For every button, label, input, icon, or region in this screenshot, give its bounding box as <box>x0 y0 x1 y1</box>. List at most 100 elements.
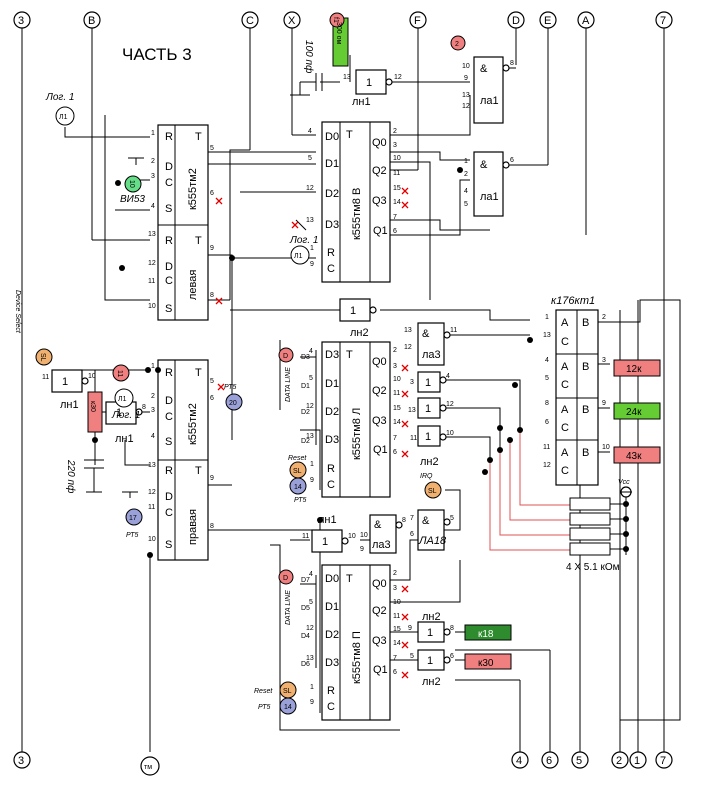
svg-text:10: 10 <box>348 533 356 540</box>
conn-bot-0: 3 <box>18 755 24 767</box>
ln1-a-label: лн1 <box>352 96 371 108</box>
svg-text:S: S <box>165 203 172 215</box>
conn-bot-3: 6 <box>546 755 552 767</box>
svg-text:Q2: Q2 <box>372 605 387 617</box>
reset-b: Reset <box>254 688 273 695</box>
svg-text:D3: D3 <box>325 657 339 669</box>
svg-text:6: 6 <box>393 669 397 676</box>
svg-text:11: 11 <box>543 444 550 451</box>
log1-c: Лог. 1 <box>289 235 318 246</box>
svg-text:Q0: Q0 <box>372 578 387 590</box>
tm8-p-label: к555тм8 П <box>351 631 363 684</box>
svg-text:13: 13 <box>148 462 156 469</box>
conn-bot-2: 4 <box>516 755 522 767</box>
svg-text:1: 1 <box>322 536 328 548</box>
la18-label: ЛА18 <box>418 535 447 547</box>
svg-text:R: R <box>327 247 335 259</box>
svg-text:1: 1 <box>151 130 155 137</box>
svg-text:10: 10 <box>393 599 401 606</box>
svg-text:S: S <box>165 436 172 448</box>
svg-text:T: T <box>346 129 353 141</box>
irq-label: IRQ <box>420 473 433 480</box>
svg-text:12: 12 <box>306 403 314 410</box>
svg-text:B: B <box>582 447 589 459</box>
svg-text:4: 4 <box>309 571 313 578</box>
cap220-label: 220 пф <box>65 459 77 494</box>
svg-text:5: 5 <box>309 599 313 606</box>
svg-text:D2: D2 <box>325 629 339 641</box>
conn-bot-4: 5 <box>576 755 582 767</box>
svg-text:D2: D2 <box>325 188 339 200</box>
svg-text:D6: D6 <box>301 661 310 668</box>
svg-text:1: 1 <box>350 305 356 317</box>
svg-text:4: 4 <box>309 348 313 355</box>
svg-text:2: 2 <box>602 314 606 321</box>
svg-text:11: 11 <box>393 613 400 620</box>
svg-text:11: 11 <box>148 504 155 511</box>
log1-b: Лог. 1 <box>111 410 140 421</box>
svg-text:13: 13 <box>462 92 470 99</box>
svg-text:1: 1 <box>62 376 68 388</box>
svg-text:C: C <box>327 701 335 713</box>
svg-text:15: 15 <box>393 405 401 412</box>
ten-tag: 10 <box>128 180 135 188</box>
device-select: Device Select <box>14 290 21 334</box>
svg-text:5: 5 <box>210 145 214 152</box>
svg-text:10: 10 <box>393 155 401 162</box>
ln2-c-label: лн2 <box>422 611 441 623</box>
svg-text:D0: D0 <box>325 573 339 585</box>
svg-text:1: 1 <box>427 655 433 667</box>
data-line-label-2: DATA LINE <box>285 590 292 625</box>
svg-text:1: 1 <box>425 377 431 389</box>
svg-text:A: A <box>561 447 569 459</box>
svg-text:Q0: Q0 <box>372 356 387 368</box>
svg-text:11: 11 <box>148 278 155 285</box>
connectors-top <box>13 11 673 29</box>
svg-text:Q3: Q3 <box>372 195 387 207</box>
r24k-label: 24к <box>626 407 642 418</box>
svg-text:C: C <box>165 177 173 189</box>
conn-top-6: E <box>544 15 551 27</box>
pullup-wires <box>489 430 570 551</box>
svg-text:T: T <box>195 465 202 477</box>
rk18-label: к18 <box>478 629 494 640</box>
svg-text:Q1: Q1 <box>373 444 388 456</box>
svg-text:5: 5 <box>410 653 414 660</box>
svg-text:1: 1 <box>425 403 431 415</box>
r43k-label: 43к <box>626 451 642 462</box>
svg-text:D: D <box>165 161 173 173</box>
tm2-bottom-label: к555тм2 <box>187 403 199 445</box>
tm8-v-label: к555тм8 В <box>351 188 363 240</box>
svg-text:5: 5 <box>464 201 468 208</box>
svg-text:11: 11 <box>393 170 400 177</box>
conn-top-3: X <box>288 15 296 27</box>
svg-text:6: 6 <box>450 653 454 660</box>
svg-text:11: 11 <box>302 533 309 540</box>
colored-tags <box>35 12 466 715</box>
svg-text:14: 14 <box>393 199 401 206</box>
svg-text:2: 2 <box>393 128 397 135</box>
l1-tag-3: Л1 <box>294 253 303 260</box>
n17-tag: 17 <box>129 515 137 522</box>
svg-text:Q2: Q2 <box>372 385 387 397</box>
svg-text:R: R <box>165 131 173 143</box>
svg-text:C: C <box>165 507 173 519</box>
svg-text:A: A <box>561 317 569 329</box>
kt1-label: к176кт1 <box>551 295 595 307</box>
svg-text:Q3: Q3 <box>372 415 387 427</box>
svg-text:D1: D1 <box>325 378 339 390</box>
svg-text:14: 14 <box>393 640 401 647</box>
svg-text:12: 12 <box>148 489 156 496</box>
cap100-label: 100 пф <box>303 40 315 74</box>
svg-text:D4: D4 <box>301 633 310 640</box>
sl-tag-2: SL <box>293 468 302 475</box>
svg-text:3: 3 <box>393 585 397 592</box>
svg-text:5: 5 <box>450 515 454 522</box>
svg-text:9: 9 <box>310 261 314 268</box>
svg-text:12: 12 <box>543 462 551 469</box>
svg-text:2: 2 <box>151 158 155 165</box>
